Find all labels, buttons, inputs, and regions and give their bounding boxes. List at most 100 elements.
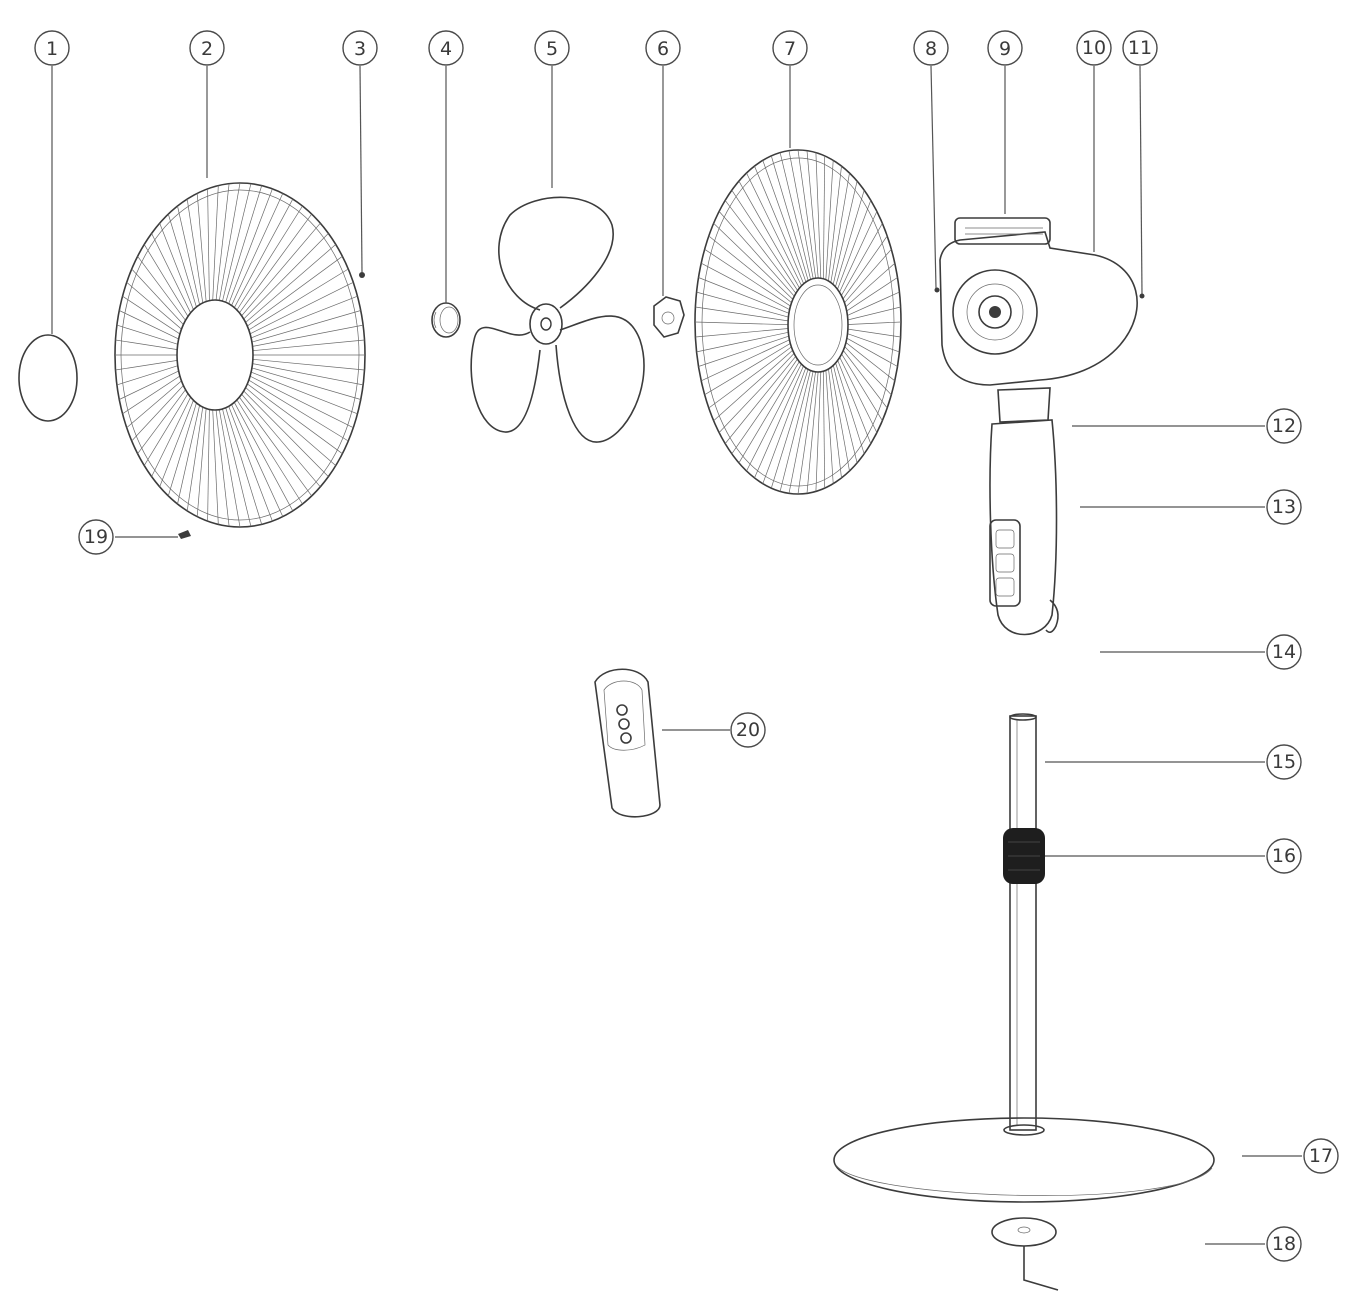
grille-spoke: [835, 339, 888, 409]
grille-spoke: [695, 321, 799, 326]
grille-spoke: [829, 349, 858, 463]
callout-10: 10: [1076, 30, 1112, 66]
part-lower-pole: [1009, 713, 1037, 1131]
callout-5-label: 5: [546, 38, 558, 60]
callout-5: 5: [534, 30, 570, 66]
part-upper-column: [989, 387, 1059, 636]
grille-spoke: [227, 377, 321, 488]
grille-spoke: [695, 306, 799, 323]
callout-13: 13: [1266, 489, 1302, 525]
part-fan-blade: [470, 196, 645, 443]
callout-13-label: 13: [1272, 496, 1296, 518]
grille-spoke: [231, 371, 343, 454]
callout-3: 3: [342, 30, 378, 66]
grille-spoke: [738, 180, 807, 301]
grille-spoke: [815, 354, 822, 492]
grille-spoke: [221, 383, 284, 517]
grille-spoke: [232, 268, 349, 341]
callout-20: 20: [730, 712, 766, 748]
callout-19-label: 19: [84, 526, 108, 548]
grille-spoke: [223, 198, 294, 328]
callout-8-label: 8: [925, 38, 937, 60]
grille-spoke: [770, 353, 814, 489]
grille-spoke: [233, 295, 358, 346]
callout-6-label: 6: [657, 38, 669, 60]
callout-17-label: 17: [1309, 1145, 1333, 1167]
callout-16: 16: [1266, 838, 1302, 874]
callout-16-label: 16: [1272, 845, 1296, 867]
part-badge: [18, 334, 78, 422]
grille-spoke: [724, 200, 805, 305]
grille-spoke: [788, 354, 817, 494]
callout-9-label: 9: [999, 38, 1011, 60]
grille-spoke: [228, 375, 329, 477]
callout-8: 8: [913, 30, 949, 66]
grille-spoke: [806, 354, 821, 494]
grille-spoke: [831, 200, 872, 304]
callout-12: 12: [1266, 408, 1302, 444]
grille-spoke: [806, 150, 821, 296]
grille-spoke: [228, 233, 329, 335]
callout-4: 4: [428, 30, 464, 66]
callout-11-label: 11: [1128, 37, 1152, 59]
callout-15: 15: [1266, 744, 1302, 780]
grille-spoke: [788, 150, 817, 296]
callout-14: 14: [1266, 634, 1302, 670]
leader-lines: [51, 65, 1302, 1245]
grille-spoke: [698, 332, 799, 367]
part-height-collar: [1003, 828, 1045, 884]
grille-spoke: [746, 350, 809, 472]
grille-spoke: [738, 349, 807, 464]
grille-spoke: [232, 369, 349, 442]
grille-spoke: [708, 235, 801, 311]
callout-7: 7: [772, 30, 808, 66]
callout-3-label: 3: [354, 38, 366, 60]
grille-spoke: [233, 364, 358, 415]
grille-spoke: [779, 152, 815, 296]
grille-spoke: [731, 347, 806, 454]
part-screw: [178, 530, 191, 539]
part-base: [833, 1117, 1215, 1203]
grille-spoke: [826, 166, 842, 298]
part-rear-grille: [694, 149, 902, 495]
grille-spoke: [713, 223, 802, 309]
grille-spoke: [696, 329, 799, 353]
grille-spoke: [826, 352, 842, 478]
callout-1: 1: [34, 30, 70, 66]
grille-spoke: [836, 262, 896, 315]
callout-11: 11: [1122, 30, 1158, 66]
grille-spoke: [234, 357, 365, 371]
callout-9: 9: [987, 30, 1023, 66]
callout-6: 6: [645, 30, 681, 66]
callout-10-label: 10: [1082, 37, 1106, 59]
callout-7-label: 7: [784, 38, 796, 60]
callout-14-label: 14: [1272, 641, 1296, 663]
grille-spoke: [230, 244, 337, 336]
grille-spoke: [232, 367, 354, 429]
grille-spoke: [797, 150, 819, 296]
grille-spoke: [704, 337, 801, 396]
grille-spoke: [754, 352, 810, 479]
grille-spoke: [762, 160, 812, 297]
callout-20-label: 20: [736, 719, 760, 741]
grille-spoke: [834, 342, 883, 421]
callout-17: 17: [1303, 1138, 1339, 1174]
grille-spoke: [827, 172, 850, 300]
grille-spoke: [234, 339, 365, 353]
grille-spoke: [831, 346, 872, 444]
grille-spoke: [226, 213, 312, 331]
callout-15-label: 15: [1272, 751, 1296, 773]
grille-spoke: [830, 190, 865, 303]
grille-spoke: [718, 211, 803, 306]
callout-2: 2: [189, 30, 225, 66]
part-grille-clip: [359, 272, 365, 278]
grille-spoke: [779, 354, 815, 492]
grille-spoke: [770, 155, 814, 297]
callout-18: 18: [1266, 1226, 1302, 1262]
grille-spoke: [713, 341, 802, 421]
part-blade-nut: [653, 296, 685, 338]
callout-1-label: 1: [46, 38, 58, 60]
callout-4-label: 4: [440, 38, 452, 60]
grille-spoke: [224, 205, 303, 330]
